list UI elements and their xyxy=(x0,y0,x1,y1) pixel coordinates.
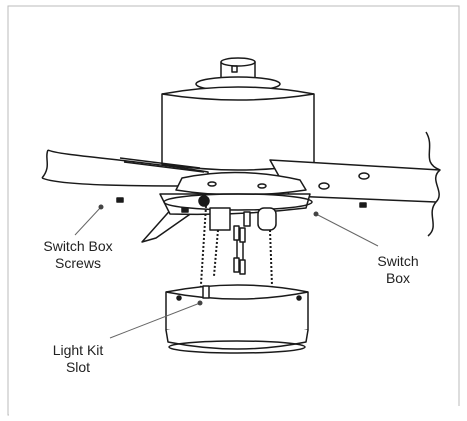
right-blade-cut-bottom xyxy=(427,201,437,237)
label-light-kit-slot: Light Kit Slot xyxy=(31,342,125,376)
capacitor xyxy=(257,207,277,231)
label-switch-box: Switch Box xyxy=(360,253,436,287)
plate-screw xyxy=(181,207,189,213)
left-blade-iron xyxy=(119,157,201,169)
coupling-top xyxy=(220,57,256,67)
switch-box-screw-right xyxy=(359,202,367,208)
light-kit-rim xyxy=(165,291,309,300)
wire-connector xyxy=(243,211,251,227)
left-blade-iron-edge xyxy=(123,161,205,173)
wire-plug-2 xyxy=(239,227,246,243)
left-blade-tip xyxy=(41,149,49,179)
fan-assembly xyxy=(41,57,441,354)
dot-light-kit-slot xyxy=(197,300,203,306)
label-line: Light Kit xyxy=(52,342,104,358)
wire-plug-3 xyxy=(233,257,240,273)
light-kit-glass-band xyxy=(165,329,309,350)
label-switch-box-screws: Switch Box Screws xyxy=(22,238,134,272)
dot-switch-box-screws xyxy=(98,204,104,210)
leader-light-kit-slot xyxy=(109,302,201,339)
flywheel-hole-2 xyxy=(257,183,267,189)
leader-switch-box-screws xyxy=(74,206,102,236)
switch-box-plate-rim xyxy=(163,193,313,211)
light-kit-housing xyxy=(165,284,309,338)
leader-switch-box xyxy=(315,213,379,247)
right-blade-cut-top xyxy=(425,131,441,171)
switch-body xyxy=(209,207,231,231)
label-line: Slot xyxy=(65,359,91,375)
right-blade xyxy=(269,159,441,203)
motor-housing-rim xyxy=(161,93,315,101)
light-kit-hole-right xyxy=(296,295,302,301)
blade-hole-2 xyxy=(318,182,330,190)
flywheel-hole-1 xyxy=(207,181,217,187)
dot-switch-box xyxy=(313,211,319,217)
blade-hole-1 xyxy=(358,172,370,180)
pull-chain-switch xyxy=(198,195,210,207)
frame-gap xyxy=(9,406,467,421)
wire-plug-1 xyxy=(233,225,240,241)
label-line: Box xyxy=(385,270,411,286)
light-kit-slot xyxy=(202,285,210,299)
label-line: Screws xyxy=(55,255,101,271)
coupling-screw xyxy=(231,65,238,73)
pull-chain-right xyxy=(269,229,273,287)
label-line: Switch xyxy=(377,253,419,269)
wire-plug-4 xyxy=(239,259,246,275)
label-line: Switch Box xyxy=(43,238,113,254)
light-kit-hole-left xyxy=(176,295,182,301)
switch-box-screw-left xyxy=(116,197,124,203)
pull-chain-mid xyxy=(213,229,219,277)
light-kit-glass xyxy=(168,340,306,354)
